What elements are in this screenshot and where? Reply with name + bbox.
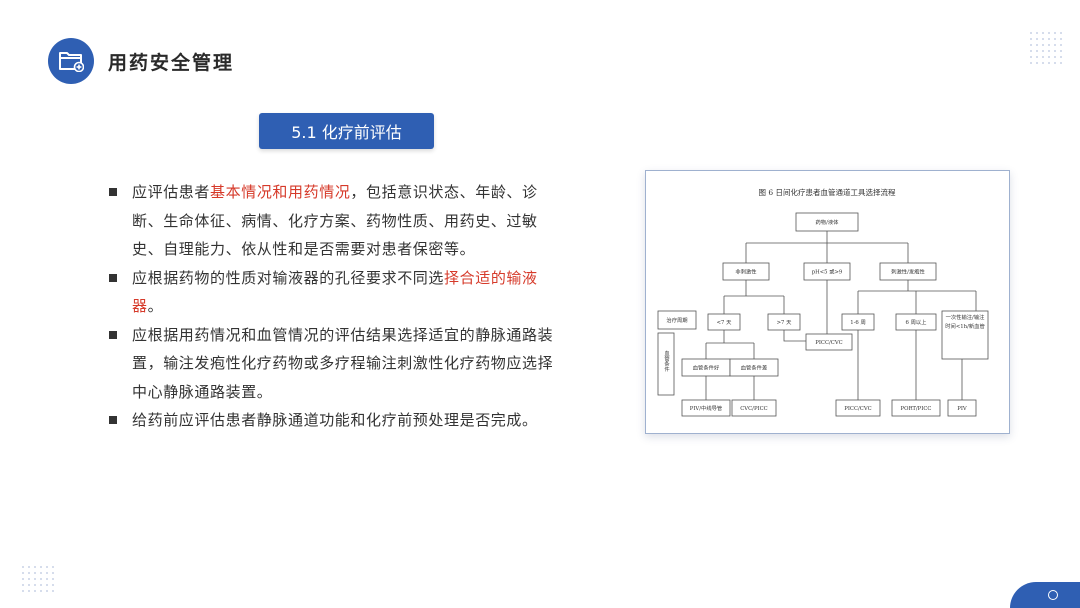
node-vesicant: 刺激性/发疱性 — [879, 262, 937, 281]
node-ph: pH<5 或>9 — [803, 262, 851, 281]
svg-text:pH<5 或>9: pH<5 或>9 — [812, 268, 843, 276]
svg-text:血管条件: 血管条件 — [663, 349, 670, 373]
node-vessel-label: 血管条件 — [657, 332, 675, 396]
svg-text:PIV: PIV — [957, 406, 967, 412]
section-badge — [48, 38, 94, 84]
svg-text:PIV/中线导管: PIV/中线导管 — [690, 404, 722, 412]
node-cycle: 治疗周期 — [657, 310, 697, 330]
highlight-text: 择合适的输液器 — [132, 268, 538, 316]
svg-text:6 周以上: 6 周以上 — [906, 318, 928, 326]
flowchart-svg: 图 6 日间化疗患者血管通道工具选择流程 药物/液体 非刺激性 pH<5 或>9… — [657, 187, 989, 417]
node-picc-cvc-mid: PICC/CVC — [805, 333, 853, 351]
folder-plus-icon — [59, 52, 84, 72]
node-piv: PIV — [947, 399, 977, 417]
svg-text:PICC/CVC: PICC/CVC — [844, 406, 871, 412]
svg-text:血管条件差: 血管条件差 — [741, 364, 768, 372]
highlight-text: 基本情况和用药情况 — [210, 183, 351, 201]
svg-text:药物/液体: 药物/液体 — [816, 218, 840, 226]
svg-text:治疗周期: 治疗周期 — [666, 316, 687, 324]
node-picc-cvc: PICC/CVC — [835, 399, 881, 417]
svg-text:PORT/PICC: PORT/PICC — [901, 406, 932, 412]
section-heading-tab: 5.1 化疗前评估 — [259, 113, 434, 149]
svg-text:CVC/PICC: CVC/PICC — [740, 406, 767, 412]
bullet-square-icon — [109, 273, 117, 282]
svg-text:1-6 周: 1-6 周 — [850, 319, 866, 326]
svg-text:>7 天: >7 天 — [777, 319, 792, 326]
flowchart-figure: 图 6 日间化疗患者血管通道工具选择流程 药物/液体 非刺激性 pH<5 或>9… — [645, 170, 1010, 434]
decor-dots-bottom-left — [22, 566, 54, 592]
bullet-square-icon — [109, 188, 117, 196]
node-cvc-picc: CVC/PICC — [731, 399, 777, 417]
svg-text:PICC/CVC: PICC/CVC — [815, 340, 842, 346]
node-port-picc: PORT/PICC — [891, 399, 941, 417]
bullet-square-icon — [109, 416, 117, 424]
node-good: 血管条件好 — [681, 358, 731, 377]
node-6-weeks-plus: 6 周以上 — [895, 313, 937, 331]
svg-text:血管条件好: 血管条件好 — [693, 364, 720, 372]
circle-icon — [1048, 590, 1058, 600]
bullet-item: 应评估患者基本情况和用药情况，包括意识状态、年龄、诊断、生命体征、病情、化疗方案… — [106, 178, 556, 264]
node-gt7: >7 天 — [767, 313, 801, 331]
node-root: 药物/液体 — [795, 212, 859, 232]
node-poor: 血管条件差 — [729, 358, 779, 377]
svg-text:非刺激性: 非刺激性 — [735, 268, 757, 276]
bullet-item: 应根据用药情况和血管情况的评估结果选择适宜的静脉通路装置，输注发疱性化疗药物或多… — [106, 321, 556, 407]
bullet-item: 给药前应评估患者静脉通道功能和化疗前预处理是否完成。 — [106, 406, 556, 435]
node-lt7: <7 天 — [707, 313, 741, 331]
corner-decoration — [1010, 582, 1080, 608]
bullet-list: 应评估患者基本情况和用药情况，包括意识状态、年龄、诊断、生命体征、病情、化疗方案… — [106, 178, 556, 435]
node-single-infusion: 一次性输注/输注时间<1h/新血管 — [941, 310, 989, 360]
node-1-6-weeks: 1-6 周 — [841, 313, 875, 331]
bullet-square-icon — [109, 330, 117, 339]
node-piv-midline: PIV/中线导管 — [681, 399, 731, 417]
decor-dots-top-right — [1030, 32, 1062, 64]
bullet-item: 应根据药物的性质对输液器的孔径要求不同选择合适的输液器。 — [106, 264, 556, 321]
page-title: 用药安全管理 — [108, 52, 235, 74]
flowchart-title: 图 6 日间化疗患者血管通道工具选择流程 — [758, 187, 896, 197]
node-nonirritant: 非刺激性 — [722, 262, 770, 281]
svg-text:<7 天: <7 天 — [717, 319, 732, 326]
svg-text:刺激性/发疱性: 刺激性/发疱性 — [891, 268, 925, 276]
